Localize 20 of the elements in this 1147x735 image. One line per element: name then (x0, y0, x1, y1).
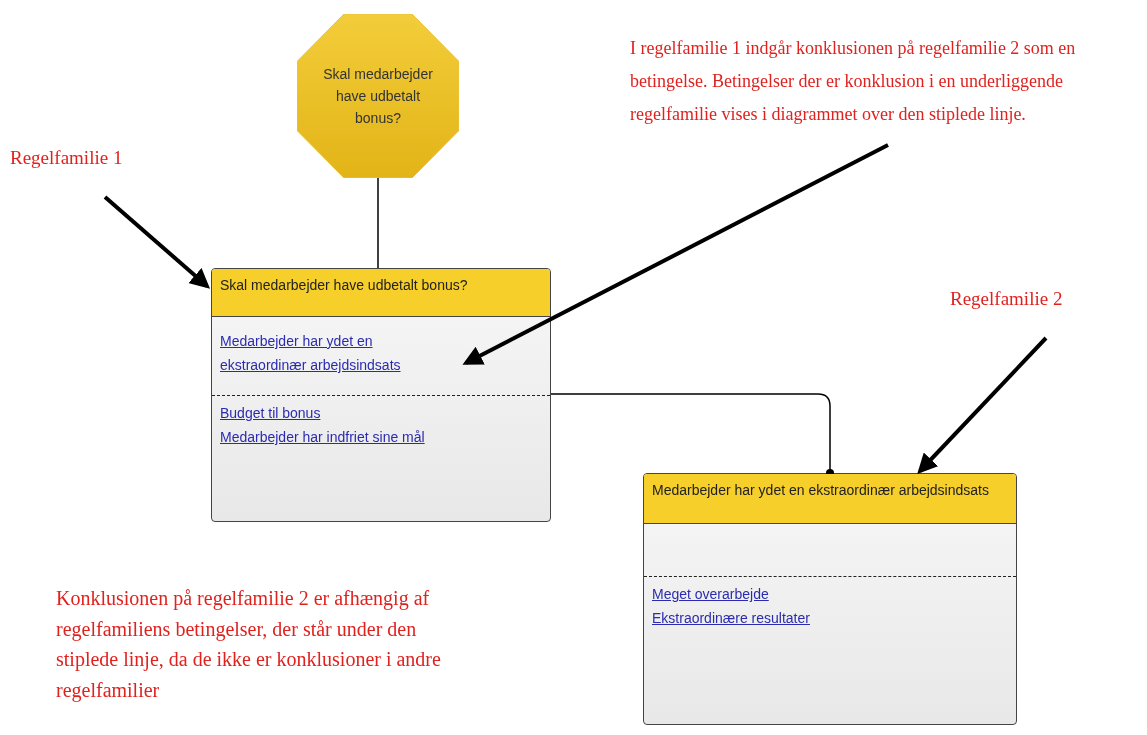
rule-card (643, 473, 1017, 725)
connector-line (550, 393, 834, 477)
rule-card (211, 268, 551, 522)
pointer-arrow (462, 143, 889, 365)
annotation-text: Regelfamilie 1 (10, 146, 160, 170)
connector-line (377, 177, 379, 269)
note-text: Konklusionen på regelfamilie 2 er afhængig af regelfamiliens betingelser, der står under den stiplede linje, da de ikke er konklusioner i andre regelfamilier (56, 586, 442, 704)
condition-link: Ekstraordinære resultater (652, 606, 810, 630)
conclusion-octagon (297, 14, 459, 178)
node-text: Skal medarbejder have udbetalt bonus? (322, 65, 434, 128)
pointer-arrow (103, 195, 210, 289)
condition-link: Medarbejder har ydet en ekstraordinær arbejdsindsats (220, 329, 460, 377)
pointer-arrow (917, 336, 1048, 474)
condition-link: Medarbejder har indfriet sine mål (220, 425, 425, 449)
condition-link: Budget til bonus (220, 401, 321, 425)
annotation-text: I regelfamilie 1 indgår konklusionen på regelfamilie 2 som en betingelse. Betingelser der er konklusion i en underliggende regelfamilie vises i diagrammet over den stiplede linje. (630, 32, 1135, 131)
annotation-text: Regelfamilie 2 (950, 287, 1100, 311)
card-header: Medarbejder har ydet en ekstraordinær arbejdsindsats (644, 474, 1016, 524)
card-header: Skal medarbejder have udbetalt bonus? (212, 269, 550, 317)
condition-link: Meget overarbejde (652, 582, 769, 606)
